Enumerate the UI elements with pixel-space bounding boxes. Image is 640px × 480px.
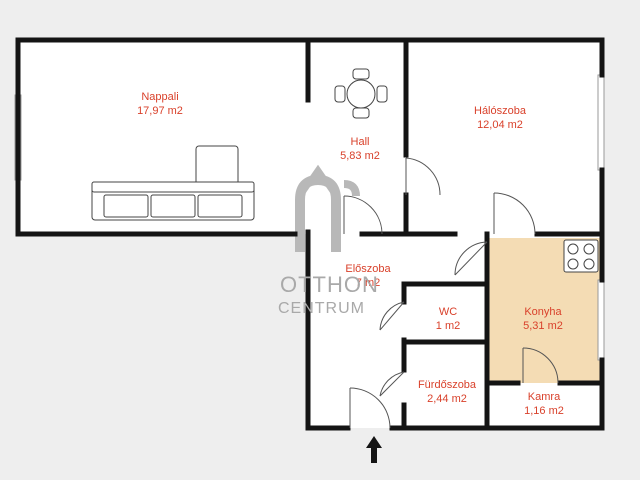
room-name: Nappali <box>141 91 179 103</box>
door-haloszoba <box>405 157 441 196</box>
room-name: Előszoba <box>345 263 391 275</box>
watermark-line1: OTTHON <box>280 272 379 297</box>
room-label-hall: Hall 5,83 m2 <box>322 135 398 163</box>
oc-logo <box>295 164 360 252</box>
room-name: Kamra <box>527 391 561 403</box>
room-label-nappali: Nappali 17,97 m2 <box>120 90 200 118</box>
room-name: WC <box>438 306 458 318</box>
stove-icon <box>563 239 599 273</box>
room-area: 5,83 m2 <box>340 150 380 162</box>
room-area: 1,16 m2 <box>524 405 564 417</box>
room-label-kamra: Kamra 1,16 m2 <box>506 390 582 418</box>
room-area: 7 m2 <box>355 277 381 289</box>
room-name: Konyha <box>524 306 562 318</box>
door-eloszoba-side <box>454 241 488 276</box>
room-name: Hall <box>350 136 370 148</box>
watermark-line2: CENTRUM <box>278 300 365 317</box>
room-area: 12,04 m2 <box>477 119 523 131</box>
room-label-konyha: Konyha 5,31 m2 <box>505 305 581 333</box>
room-label-wc: WC 1 m2 <box>418 305 478 333</box>
room-area: 2,44 m2 <box>427 393 467 405</box>
dining-table-icon <box>334 68 388 119</box>
room-label-haloszoba: Hálószoba 12,04 m2 <box>456 104 544 132</box>
door-entrance <box>349 387 391 429</box>
room-label-eloszoba: Előszoba 7 m2 <box>328 262 408 290</box>
room-area: 1 m2 <box>435 320 461 332</box>
walls <box>15 37 605 431</box>
sofa-icon <box>91 145 255 221</box>
room-area: 5,31 m2 <box>523 320 563 332</box>
entrance-arrow-icon <box>366 436 382 463</box>
door-wc <box>379 301 405 331</box>
room-area: 17,97 m2 <box>137 105 183 117</box>
doors <box>343 157 559 429</box>
door-kamra <box>522 347 559 384</box>
door-konyha <box>493 192 536 235</box>
door-furdoszoba <box>379 371 405 397</box>
room-label-furdoszoba: Fürdőszoba 2,44 m2 <box>405 378 489 406</box>
room-name: Hálószoba <box>474 105 526 117</box>
room-name: Fürdőszoba <box>417 379 477 391</box>
door-nappali-hall <box>343 195 383 235</box>
